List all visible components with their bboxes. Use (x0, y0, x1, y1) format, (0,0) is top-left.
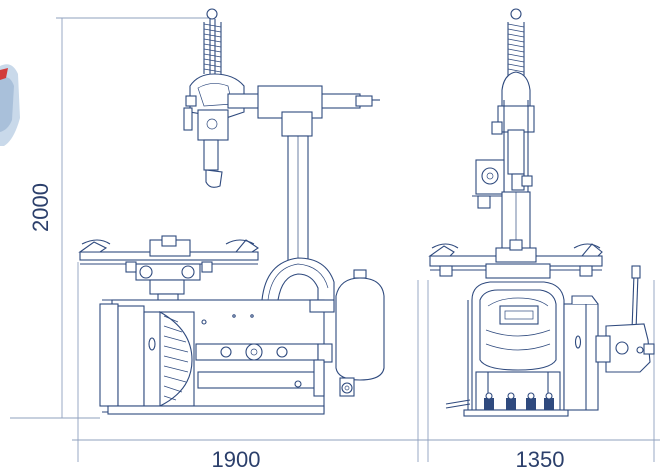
side-bead-breaker-housing (563, 295, 599, 411)
side-view-machine (428, 8, 655, 417)
side-turntable (428, 239, 603, 279)
front-turntable (78, 235, 259, 305)
front-width-dimension-label: 1900 (212, 447, 261, 472)
side-cabinet (445, 281, 569, 417)
side-bead-breaker-lever (595, 265, 655, 373)
front-spring-column (203, 8, 222, 78)
front-cabinet (99, 299, 335, 415)
front-vertical-column (287, 135, 309, 267)
partial-photo-thumbnail (0, 64, 20, 146)
front-view-machine (78, 8, 385, 415)
dimension-lines (10, 17, 660, 462)
side-mount-head (491, 71, 535, 250)
height-dimension-label: 2000 (28, 183, 53, 232)
front-horizontal-arm (227, 85, 380, 137)
side-spring-column (507, 8, 525, 78)
side-control-box (472, 159, 508, 209)
front-mount-head (183, 73, 245, 188)
side-width-dimension-label: 1350 (516, 447, 565, 472)
front-air-tank (335, 269, 385, 397)
